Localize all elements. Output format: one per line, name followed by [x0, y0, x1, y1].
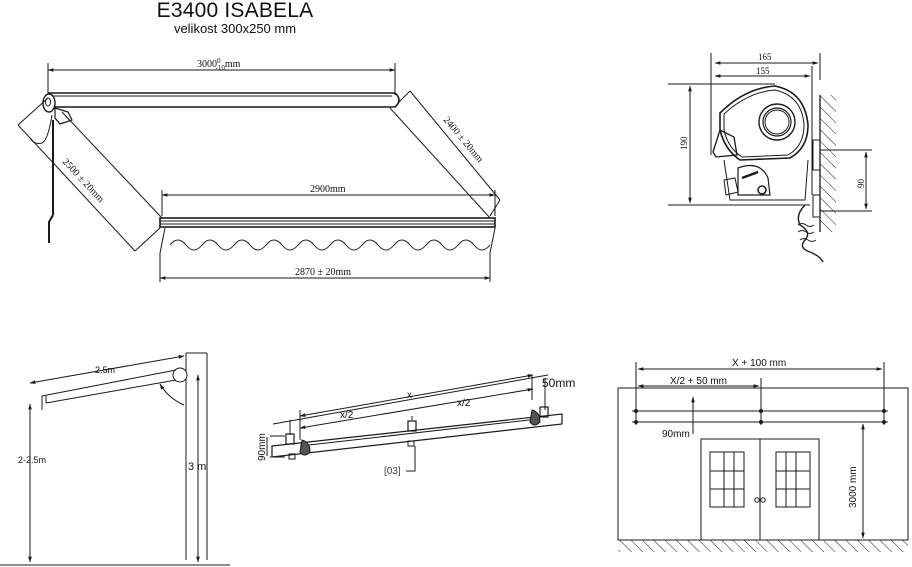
height-190-label: 190 — [679, 136, 689, 150]
cross-section-labels: 165 155 190 90 — [679, 52, 866, 188]
front-height-label: 2-2.5m — [18, 455, 46, 465]
left-projection-label: 2500 ± 20mm — [60, 157, 106, 206]
height-90mm-label: 90mm — [257, 433, 268, 461]
front-bar-label: 2900mm — [310, 184, 346, 195]
wall-view — [617, 362, 909, 552]
product-size: velikost 300x250 mm — [173, 21, 297, 36]
offset-50mm-label: 50mm — [542, 376, 575, 390]
bracket-view — [266, 374, 563, 472]
side-view — [0, 352, 230, 566]
x-half-left-label: x/2 — [340, 410, 354, 421]
spacing-90-label: 90 — [856, 179, 866, 189]
valance-label: 2870 ± 20mm — [295, 267, 351, 278]
x-label: x — [407, 390, 412, 401]
bracket-view-labels: x x/2 x/2 50mm 90mm [03] — [257, 376, 575, 477]
wall-view-labels: X + 100 mm X/2 + 50 mm 90mm 3000 mm — [662, 358, 859, 508]
part-ref-label: [03] — [384, 466, 401, 477]
mount-height-label: 3 m — [188, 461, 206, 473]
main-view-labels: 30000-10mm 2500 ± 20mm 2400 ± 20mm 2900m… — [60, 57, 485, 278]
width-3000-label: 30000-10mm — [197, 57, 241, 72]
projection-2.5m-label: 2.5m — [95, 365, 115, 375]
product-title: E3400 ISABELA — [156, 0, 314, 22]
total-width-label: X + 100 mm — [732, 358, 786, 369]
depth-155-label: 155 — [756, 66, 770, 76]
right-projection-label: 2400 ± 20mm — [441, 115, 486, 165]
cassette-cross-section — [668, 53, 872, 263]
depth-165-label: 165 — [758, 52, 772, 62]
mount-height-3000-label: 3000 mm — [848, 466, 859, 508]
x-half-right-label: x/2 — [457, 398, 471, 409]
side-view-labels: 2.5m 2-2.5m 3 m — [18, 365, 206, 473]
awning-main-view — [17, 63, 501, 282]
half-width-label: X/2 + 50 mm — [670, 376, 727, 387]
bracket-spacing-label: 90mm — [662, 429, 690, 440]
